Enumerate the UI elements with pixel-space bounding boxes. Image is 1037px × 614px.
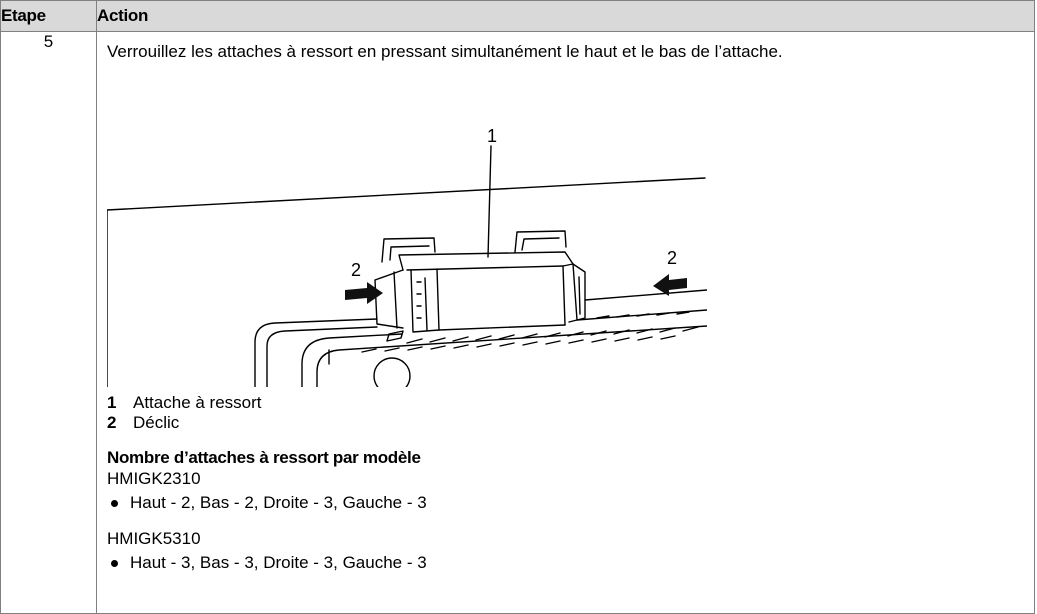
bullet-icon	[111, 559, 118, 567]
legend-number: 1	[107, 393, 117, 412]
header-step: Etape	[0, 0, 97, 32]
header-action: Action	[96, 0, 1035, 32]
legend-item: 2 Déclic	[107, 413, 262, 433]
callout-1: 1	[487, 126, 497, 146]
section-title: Nombre d’attaches à ressort par modèle	[107, 448, 421, 467]
legend-number: 2	[107, 413, 117, 432]
header-row: Etape Action	[0, 0, 1035, 32]
instruction-text: Verrouillez les attaches à ressort en pr…	[107, 42, 783, 61]
step-row: 5 Verrouillez les attaches à ressort en …	[0, 31, 1035, 614]
model-detail-text: Haut - 2, Bas - 2, Droite - 3, Gauche - …	[130, 493, 427, 512]
model-detail: Haut - 3, Bas - 3, Droite - 3, Gauche - …	[107, 553, 427, 573]
spring-clip-illustration: 1 2 2	[107, 126, 707, 387]
callout-2-right: 2	[667, 248, 677, 268]
figure-legend: 1 Attache à ressort 2 Déclic	[107, 393, 262, 433]
legend-label: Déclic	[133, 413, 180, 432]
bullet-icon	[111, 499, 118, 507]
legend-label: Attache à ressort	[133, 393, 262, 412]
model-name: HMIGK5310	[107, 529, 201, 548]
model-detail-text: Haut - 3, Bas - 3, Droite - 3, Gauche - …	[130, 553, 427, 572]
model-name: HMIGK2310	[107, 469, 201, 488]
step-number: 5	[0, 31, 97, 614]
model-detail: Haut - 2, Bas - 2, Droite - 3, Gauche - …	[107, 493, 427, 513]
legend-item: 1 Attache à ressort	[107, 393, 262, 413]
action-cell: Verrouillez les attaches à ressort en pr…	[96, 31, 1035, 614]
callout-2-left: 2	[351, 260, 361, 280]
